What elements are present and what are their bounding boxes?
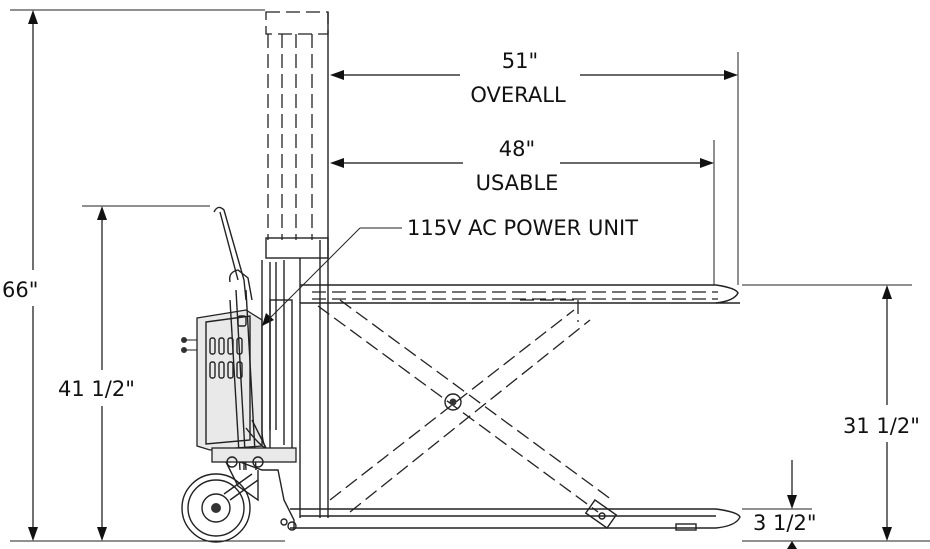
overall-height-label: 66" [2,278,38,302]
usable-length-label: USABLE [476,171,559,195]
dimension-usable-length [330,140,715,285]
power-unit [181,309,263,451]
dimension-lowered-height [742,460,930,549]
overall-length-value: 51" [502,49,538,73]
raised-platform [300,284,740,304]
handle-height-label: 41 1/2" [58,377,135,401]
dimension-overall-height [10,9,285,542]
usable-length-value: 48" [499,137,535,161]
dimension-handle-height [82,205,210,541]
handle [213,206,257,471]
scissor-mechanism [317,299,618,529]
dimension-lift-height [742,284,912,541]
caster-wheel [181,447,297,543]
dimension-overall-length [330,52,739,285]
lift-height-label: 31 1/2" [843,414,920,438]
overall-length-label: OVERALL [470,83,566,107]
mast [265,11,329,518]
power-unit-leader [261,227,402,327]
lowered-height-label: 3 1/2" [753,511,817,535]
base-fork [280,508,741,531]
power-unit-callout: 115V AC POWER UNIT [407,216,638,240]
